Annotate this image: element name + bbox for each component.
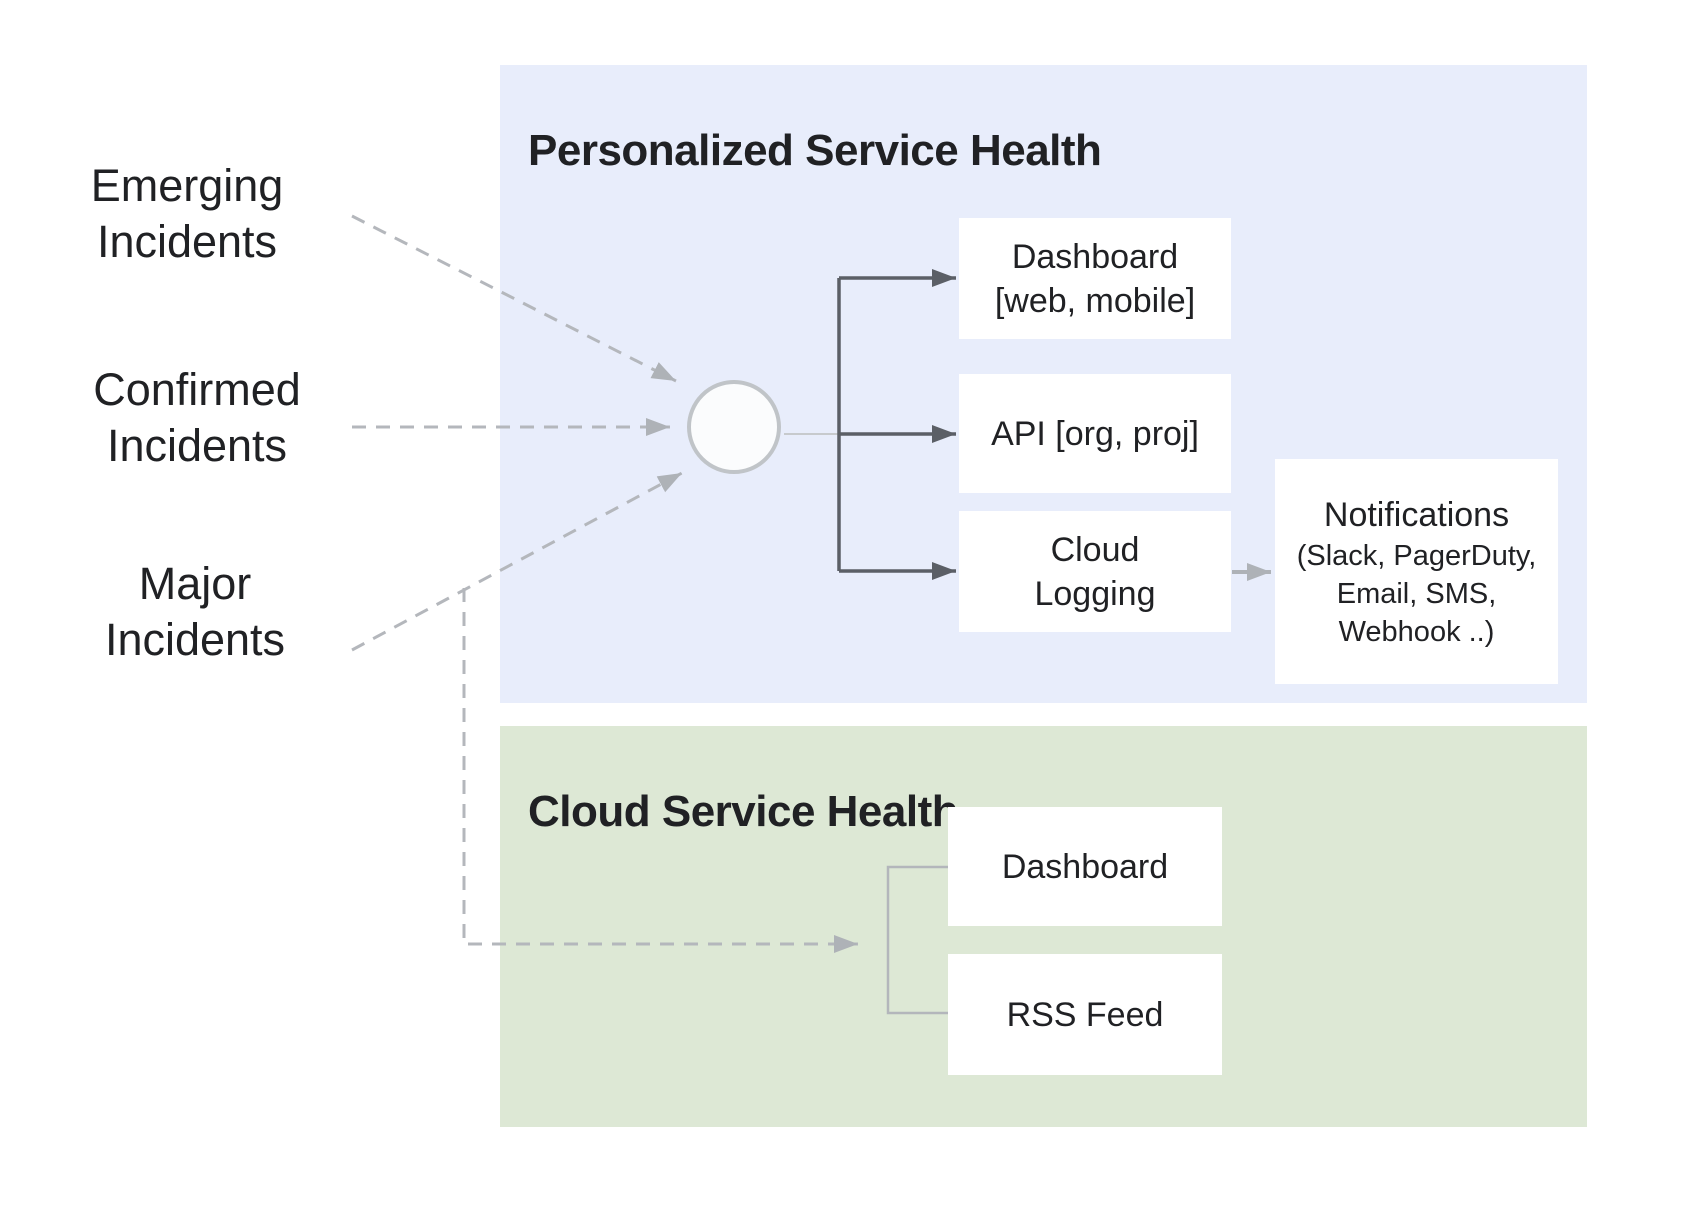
node-dashboard: Dashboard [948, 807, 1222, 926]
personalized-panel-title: Personalized Service Health [528, 125, 1102, 175]
label-line: Incidents [96, 216, 278, 267]
label-line: Major [138, 558, 252, 609]
node-label: Notifications [1323, 495, 1510, 534]
node-cloud-logging: Cloud Logging [959, 511, 1231, 632]
node-dashboard-web-mobile: Dashboard [web, mobile] [959, 218, 1231, 339]
node-label: [web, mobile] [994, 281, 1196, 320]
label-line: Incidents [104, 614, 286, 665]
label-line: Incidents [106, 420, 288, 471]
node-notifications: Notifications (Slack, PagerDuty, Email, … [1275, 459, 1558, 684]
node-label: RSS Feed [1006, 995, 1164, 1034]
node-sublabel: Webhook ..) [1338, 615, 1495, 648]
label-line: Emerging [90, 160, 284, 211]
label-emerging-incidents: Emerging Incidents [32, 158, 342, 270]
node-label: API [org, proj] [991, 414, 1199, 453]
node-rss-feed: RSS Feed [948, 954, 1222, 1075]
node-sublabel: Email, SMS, [1336, 577, 1497, 610]
node-label: Dashboard [1011, 237, 1179, 276]
node-sublabel: (Slack, PagerDuty, [1296, 539, 1537, 572]
label-major-incidents: Major Incidents [40, 556, 350, 668]
node-label: Logging [1034, 574, 1156, 613]
node-label: Dashboard [1001, 847, 1169, 886]
merge-node-circle [687, 380, 781, 474]
personalized-service-health-panel: Personalized Service Health Dashboard [w… [500, 65, 1587, 703]
node-label: Cloud [1050, 530, 1140, 569]
label-line: Confirmed [93, 364, 301, 415]
cloud-panel-title: Cloud Service Health [528, 786, 959, 836]
node-api: API [org, proj] [959, 374, 1231, 493]
cloud-service-health-panel: Cloud Service Health Dashboard RSS Feed [500, 726, 1587, 1127]
label-confirmed-incidents: Confirmed Incidents [42, 362, 352, 474]
